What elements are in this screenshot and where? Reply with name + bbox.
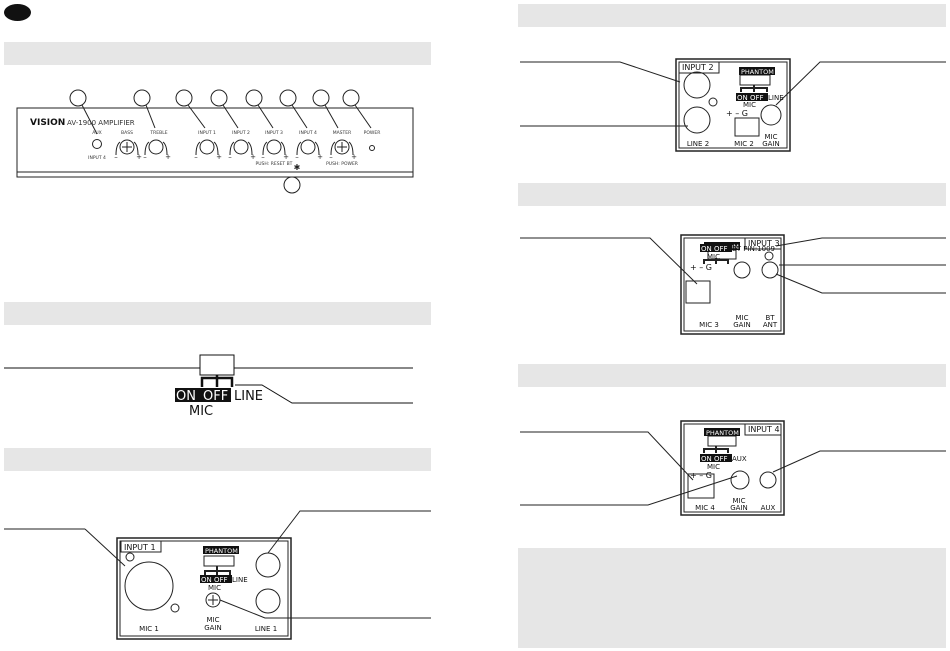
mic4-jack-label: MIC 4 [695, 504, 715, 512]
input1-phantom-label: PHANTOM [205, 547, 238, 555]
switch-line-label: LINE [234, 389, 263, 404]
switch-detail-diagram: ON OFF LINE MIC [4, 354, 413, 419]
bt-antenna-label: ANT [763, 321, 778, 329]
section-header-bar [518, 183, 946, 206]
section-header-bar [518, 4, 946, 27]
input2-gain-label: GAIN [762, 140, 780, 148]
input1-off-label: OFF [214, 576, 228, 584]
page-language-badge [4, 4, 31, 21]
treble-plus: + [165, 153, 171, 161]
input3-off-label: OFF [714, 245, 728, 253]
input4-title: INPUT 4 [748, 425, 780, 434]
bass-plus: + [136, 153, 142, 161]
input4-plus: + [317, 153, 323, 161]
aux-label: AUX [92, 130, 101, 136]
mic3-jack-label: MIC 3 [699, 321, 719, 329]
input2-panel-diagram: INPUT 2 PHANTOM ON OFF LINE MIC + – G LI… [520, 58, 946, 152]
input2-mic-gain-label: MIC [765, 133, 778, 141]
input2-pin-labels: + – G [726, 109, 748, 118]
input3-panel-diagram: INPUT 3 PHANTOM ON OFF BT PIN:1009 MIC +… [520, 234, 946, 335]
treble-label: TREBLE [149, 130, 167, 136]
section-header-bar [4, 302, 431, 325]
section-header-bar [4, 42, 431, 65]
line1-jack-label: LINE 1 [255, 625, 277, 633]
input2-title: INPUT 2 [682, 63, 714, 72]
input2-minus: – [228, 153, 232, 161]
bt-label: BT [765, 314, 775, 322]
input2-line-switch-label: LINE [768, 94, 784, 102]
input3-gain-label: GAIN [733, 321, 751, 329]
master-label: MASTER [333, 130, 352, 136]
input3-mic-switch-label: MIC [707, 253, 720, 261]
input3-pin-labels: + – G [690, 263, 712, 272]
input1-label: INPUT 1 [198, 130, 216, 136]
bluetooth-asterisk: ✱ [294, 163, 301, 172]
power-label: POWER [364, 130, 381, 136]
input4-small-label: INPUT 4 [88, 155, 106, 161]
treble-minus: – [143, 153, 147, 161]
input1-mic-switch-label: MIC [208, 584, 221, 592]
section-header-bar [4, 448, 431, 471]
input4-gain-label: GAIN [730, 504, 748, 512]
input1-gain-label: GAIN [204, 624, 222, 632]
input3-label: INPUT 3 [265, 130, 283, 136]
input2-on-label: ON [737, 94, 748, 102]
input4-phantom-label: PHANTOM [706, 429, 739, 437]
switch-on-label: ON [176, 389, 196, 404]
input3-on-label: ON [701, 245, 712, 253]
input2-phantom-label: PHANTOM [741, 68, 774, 76]
input3-plus: + [283, 153, 289, 161]
input4-pin-labels: + – G [690, 471, 712, 480]
input1-minus: – [194, 153, 198, 161]
input4-on-label: ON [701, 455, 712, 463]
input1-plus: + [216, 153, 222, 161]
input4-mic-switch-label: MIC [707, 463, 720, 471]
line2-jack-label: LINE 2 [687, 140, 709, 148]
bass-minus: – [114, 153, 118, 161]
switch-mic-label: MIC [189, 404, 213, 419]
push-reset-label: PUSH: RESET BT [256, 161, 293, 167]
push-power-label: PUSH: POWER [326, 161, 358, 167]
switch-off-label: OFF [203, 389, 228, 404]
input2-mic-switch-label: MIC [743, 101, 756, 109]
bass-label: BASS [121, 130, 133, 136]
aux-jack-label: AUX [761, 504, 776, 512]
input3-title: INPUT 3 [748, 239, 780, 248]
input4-label: INPUT 4 [299, 130, 317, 136]
input4-mic-gain-label: MIC [733, 497, 746, 505]
input1-line-switch-label: LINE [232, 576, 248, 584]
input4-aux-switch-label: AUX [732, 455, 747, 463]
input3-mic-gain-label: MIC [736, 314, 749, 322]
input2-off-label: OFF [750, 94, 764, 102]
input1-mic-gain-label: MIC [207, 616, 220, 624]
input4-minus: – [295, 153, 299, 161]
input2-plus: + [250, 153, 256, 161]
master-minus: – [329, 153, 333, 161]
input1-panel-diagram: INPUT 1 PHANTOM ON OFF LINE MIC MIC 1 MI… [4, 510, 431, 640]
section-header-bar [518, 364, 946, 387]
note-box [518, 548, 946, 648]
input1-title: INPUT 1 [124, 543, 156, 552]
front-panel-diagram: VISION AV-1900 AMPLIFIER AUX INPUT 4 BAS… [16, 89, 414, 194]
mic1-jack-label: MIC 1 [139, 625, 159, 633]
input4-off-label: OFF [714, 455, 728, 463]
input1-on-label: ON [201, 576, 212, 584]
brand-logo: VISION [30, 118, 65, 128]
input2-label: INPUT 2 [232, 130, 250, 136]
model-label: AV-1900 AMPLIFIER [67, 119, 135, 127]
bt-pin-label: BT PIN:1009 [732, 245, 775, 253]
mic2-jack-label: MIC 2 [734, 140, 754, 148]
master-plus: + [351, 153, 357, 161]
input4-panel-diagram: INPUT 4 PHANTOM ON OFF AUX MIC + – G MIC… [520, 420, 946, 516]
input3-minus: – [261, 153, 265, 161]
